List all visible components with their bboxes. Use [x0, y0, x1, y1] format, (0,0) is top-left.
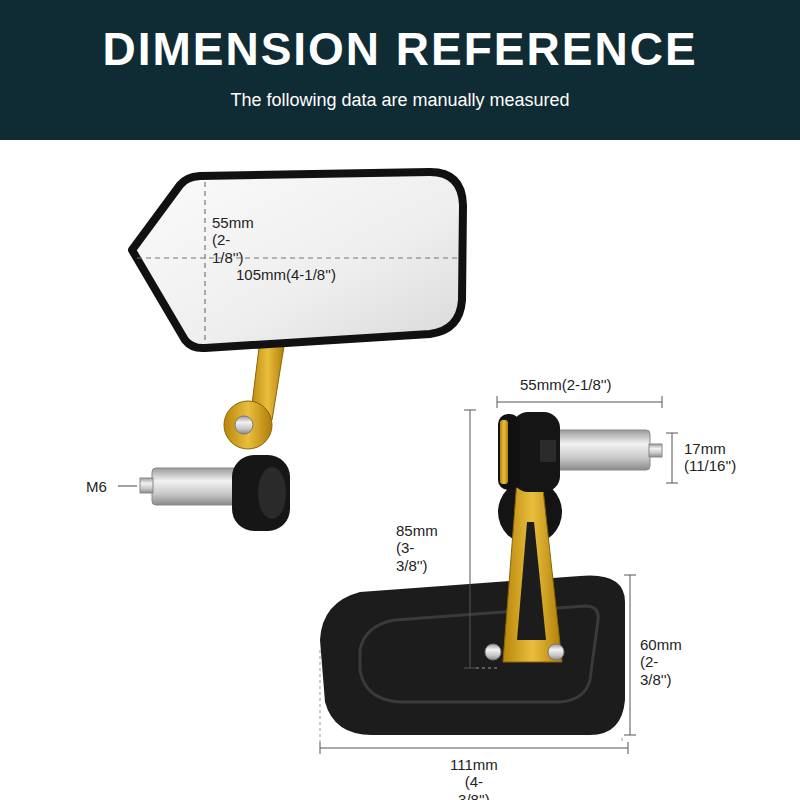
dimension-label: 105mm(4-1/8''): [236, 266, 336, 283]
dimension-label: 85mm (3-3/8''): [396, 522, 438, 574]
dimension-label: 55mm(2-1/8''): [520, 376, 612, 393]
dimension-label: 55mm (2-1/8''): [212, 214, 254, 266]
page-title: DIMENSION REFERENCE: [0, 22, 800, 76]
page-subtitle: The following data are manually measured: [0, 90, 800, 111]
dimension-label: M6: [86, 478, 107, 495]
dimension-label: 17mm (11/16''): [684, 440, 736, 475]
dimension-label: 111mm (4-3/8''): [450, 756, 498, 800]
dimension-label: 60mm (2-3/8''): [640, 636, 682, 688]
